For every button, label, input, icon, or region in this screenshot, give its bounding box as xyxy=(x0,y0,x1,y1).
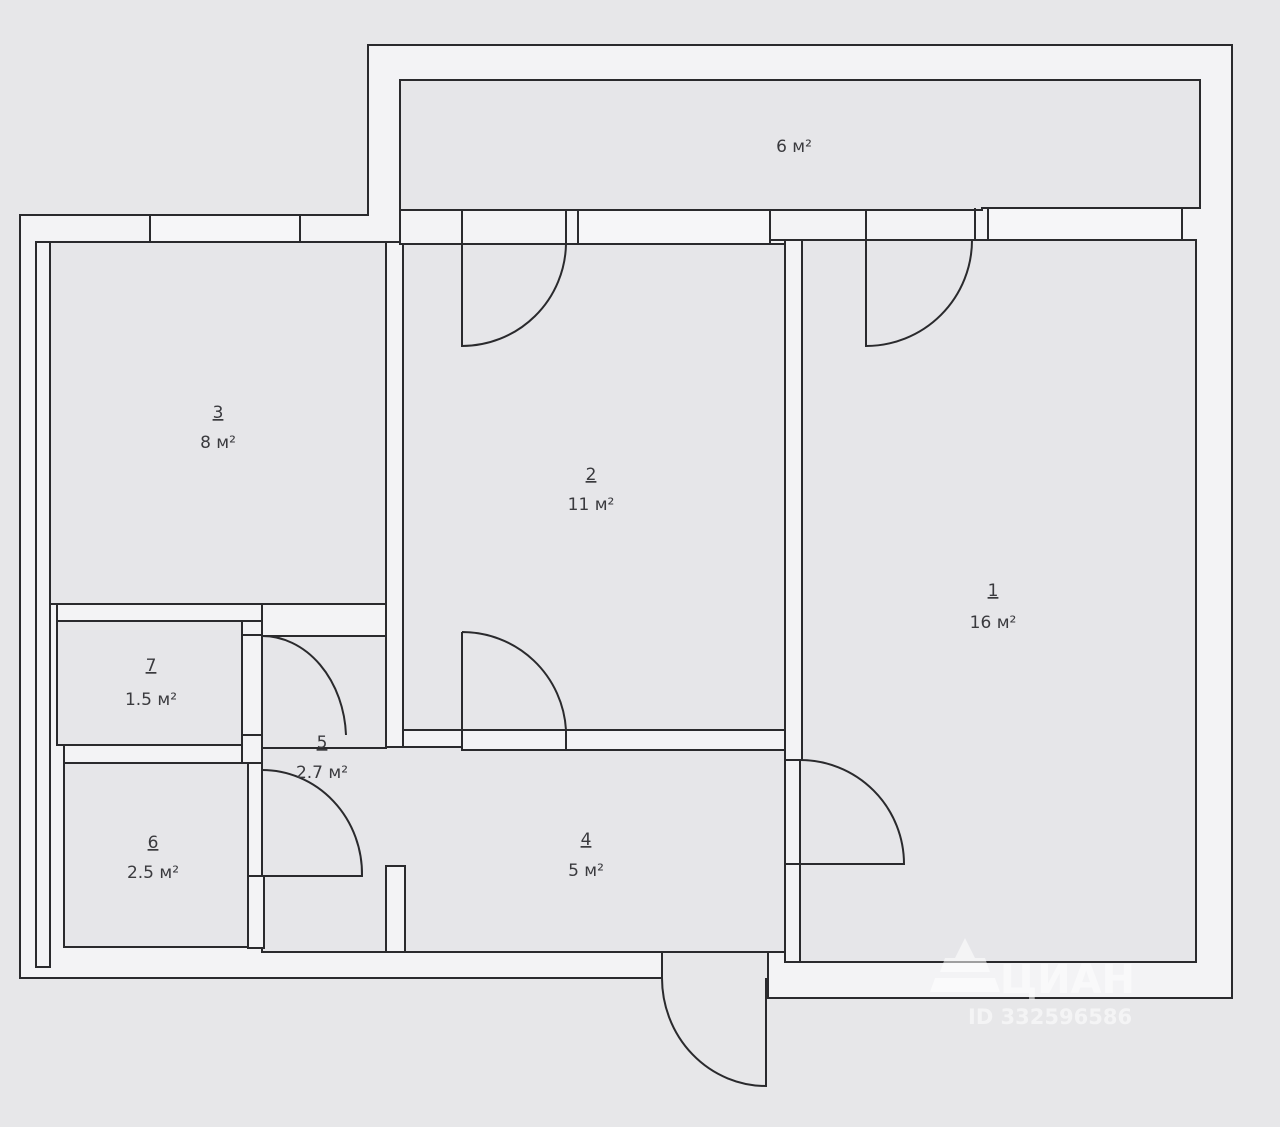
room-1-area-label: 16 м² xyxy=(970,613,1017,633)
room-5-area-label: 2.7 м² xyxy=(296,763,348,783)
door-swing-room-2 xyxy=(461,630,567,731)
watermark: ЦИАН ID 332596586 xyxy=(930,938,1135,1029)
room-6-number: 6 xyxy=(148,833,159,853)
door-swing-entrance xyxy=(661,977,767,1088)
partition-wall-3-2 xyxy=(385,241,404,748)
window-room-2 xyxy=(577,209,771,245)
watermark-brand: ЦИАН xyxy=(1000,957,1135,1003)
watermark-id: ID 332596586 xyxy=(968,1005,1132,1029)
partition-wall-balcony xyxy=(399,209,463,245)
room-6-area xyxy=(63,762,249,948)
room-1-number: 1 xyxy=(988,581,999,601)
room-5-number: 5 xyxy=(317,733,328,753)
room-4-number: 4 xyxy=(581,830,592,850)
door-swing-balcony-room-2 xyxy=(461,243,567,348)
partition-wall-5-hall-stub xyxy=(385,865,406,953)
partition-wall-7-5-b xyxy=(241,734,263,764)
room-3-area-label: 8 м² xyxy=(200,433,236,453)
room-2-number: 2 xyxy=(586,465,597,485)
cian-logo-icon xyxy=(930,938,1000,992)
room-7-area xyxy=(56,620,243,746)
room-7-number: 7 xyxy=(146,656,157,676)
partition-wall-6-outer xyxy=(35,241,51,968)
door-swing-room-6 xyxy=(261,769,364,877)
partition-wall-2-hall-b xyxy=(565,729,786,751)
window-room-3 xyxy=(149,214,301,243)
room-1-area xyxy=(799,239,1197,963)
door-swing-balcony-room-1 xyxy=(865,239,973,348)
partition-wall-7-5 xyxy=(241,620,263,636)
room-2-area-label: 11 м² xyxy=(568,495,615,515)
room-3-area xyxy=(49,241,387,605)
door-swing-room-7 xyxy=(261,634,347,736)
partition-wall-7-6 xyxy=(63,744,263,764)
partition-wall-2-hall xyxy=(402,729,463,748)
door-swing-room-1 xyxy=(799,759,906,865)
window-room-1 xyxy=(987,207,1183,241)
partition-wall-2-1 xyxy=(784,239,803,761)
room-3-number: 3 xyxy=(213,403,224,423)
partition-wall-balcony-b xyxy=(769,209,867,241)
room-7-area-label: 1.5 м² xyxy=(125,690,177,710)
partition-wall-3-7 xyxy=(56,603,263,622)
room-5-area xyxy=(261,635,387,749)
partition-wall-6-hall xyxy=(247,875,265,949)
room-2-area xyxy=(402,243,786,731)
partition-wall-hall-1 xyxy=(784,863,801,963)
room-6-area-label: 2.5 м² xyxy=(127,863,179,883)
room-4-area-label: 5 м² xyxy=(568,861,604,881)
balcony-area-label: 6 м² xyxy=(776,137,812,157)
